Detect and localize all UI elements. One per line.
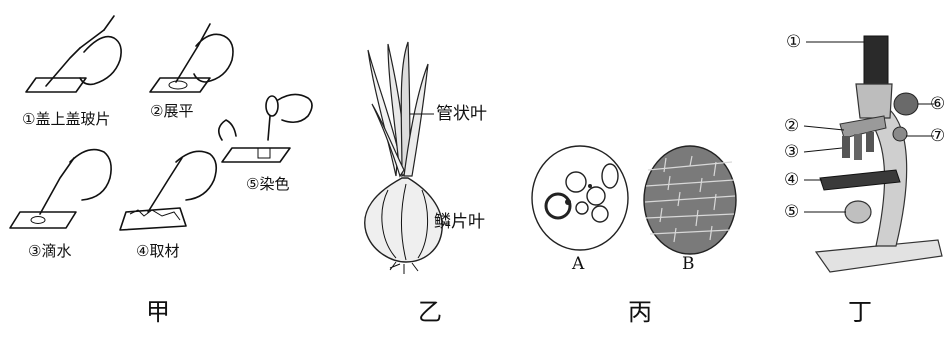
marker-2: ②: [784, 118, 799, 135]
step-2-label: ②展平: [150, 104, 193, 119]
microscope-views-illustration: [520, 0, 760, 339]
tubular-leaves: [368, 42, 428, 176]
panel-jia-caption: 甲: [146, 300, 170, 324]
marker-4: ④: [784, 172, 799, 189]
marker-5: ⑤: [784, 204, 799, 221]
step1-illustration: [26, 16, 121, 92]
panel-yi: 管状叶 鳞片叶 乙: [330, 0, 520, 339]
view-a-label: A: [572, 256, 584, 273]
step2-illustration: [150, 24, 233, 92]
marker-1: ①: [786, 34, 801, 51]
view-b-field: [644, 146, 736, 254]
panel-ding: ① ② ③ ④ ⑤ ⑥ ⑦ 丁: [760, 0, 950, 339]
view-a-field: [532, 146, 628, 250]
panel-ding-caption: 丁: [848, 300, 872, 324]
step-1-label: ①盖上盖玻片: [22, 112, 110, 127]
step-3-label: ③滴水: [28, 244, 71, 259]
onion-plant-illustration: [330, 0, 520, 339]
marker-3: ③: [784, 144, 799, 161]
panel-bing: A B 丙: [520, 0, 760, 339]
onion-bulb: [365, 178, 442, 274]
step4-illustration: [120, 151, 216, 230]
panel-jia: ①盖上盖玻片 ②展平 ⑤染色 ③滴水 ④取材 甲: [0, 0, 330, 339]
panel-yi-caption: 乙: [418, 300, 442, 324]
step-5-label: ⑤染色: [246, 177, 289, 192]
step5-illustration: [219, 94, 312, 162]
step-4-label: ④取材: [136, 244, 179, 259]
scale-leaf-label: 鳞片叶: [434, 214, 485, 231]
slide-steps-illustration: [0, 0, 330, 339]
panel-bing-caption: 丙: [628, 300, 652, 324]
view-b-label: B: [682, 256, 695, 273]
marker-7: ⑦: [930, 128, 945, 145]
step3-illustration: [10, 150, 111, 228]
marker-6: ⑥: [930, 96, 945, 113]
tubular-leaf-label: 管状叶: [436, 106, 487, 123]
